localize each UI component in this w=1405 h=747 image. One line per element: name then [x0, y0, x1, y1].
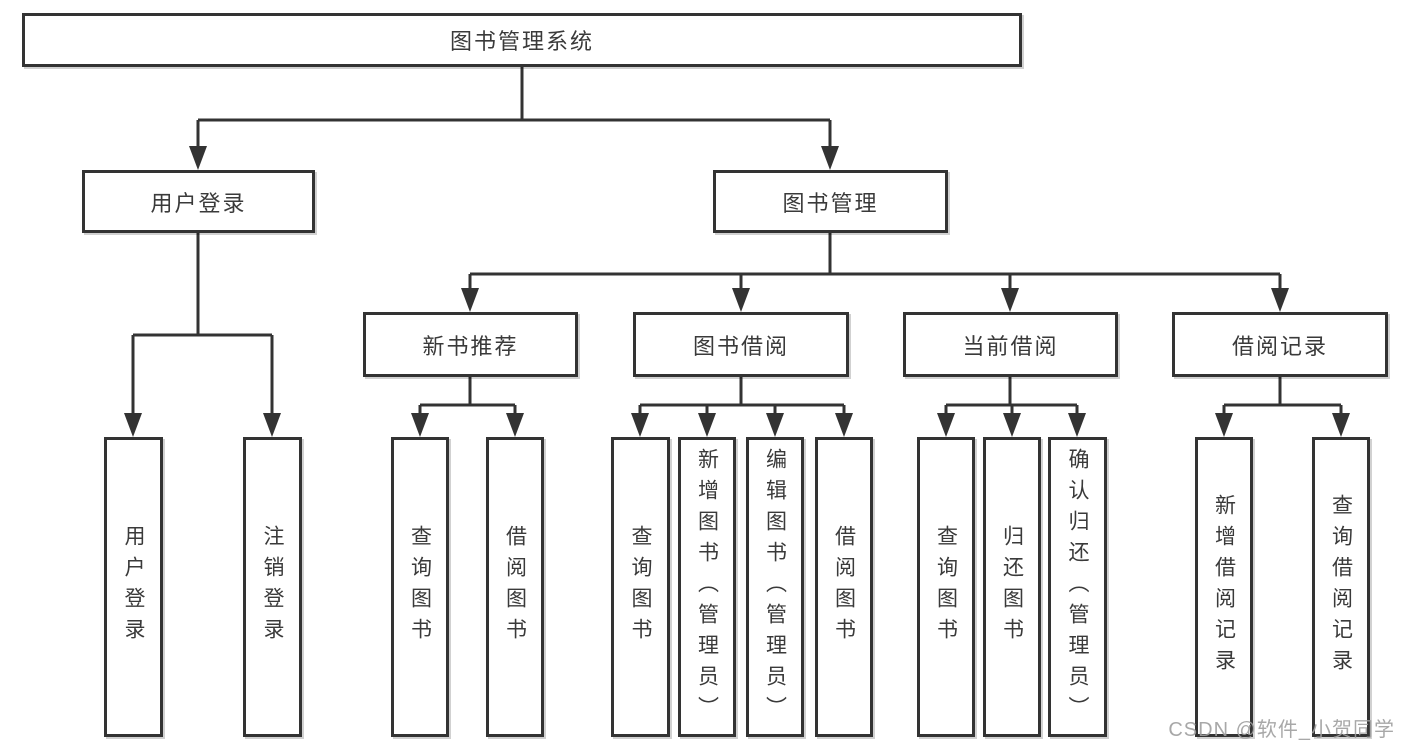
leaf-query-books-borrowing: 查询图书: [611, 437, 670, 737]
leaf-label: 借阅图书: [503, 525, 527, 649]
node-book-management: 图书管理: [713, 170, 948, 233]
leaf-add-borrow-record: 新增借阅记录: [1195, 437, 1253, 737]
leaf-label: 新增图书（管理员）: [695, 447, 719, 727]
node-current-borrowing: 当前借阅: [903, 312, 1118, 377]
leaf-return-books: 归还图书: [983, 437, 1041, 737]
leaf-user-login: 用户登录: [104, 437, 163, 737]
leaf-query-books-recommend: 查询图书: [391, 437, 449, 737]
leaf-query-borrow-record: 查询借阅记录: [1312, 437, 1370, 737]
node-label: 图书管理: [782, 190, 879, 216]
leaf-label: 注销登录: [261, 525, 284, 649]
leaf-logout: 注销登录: [243, 437, 302, 737]
node-label: 新书推荐: [422, 333, 519, 359]
node-label: 图书管理系统: [449, 29, 594, 54]
leaf-label: 查询图书: [408, 525, 432, 649]
node-book-borrowing: 图书借阅: [633, 312, 849, 377]
leaf-add-books-admin: 新增图书（管理员）: [678, 437, 736, 737]
node-label: 当前借阅: [962, 333, 1059, 359]
node-label: 借阅记录: [1231, 333, 1328, 359]
leaf-borrow-books-recommend: 借阅图书: [486, 437, 544, 737]
node-label: 图书借阅: [692, 333, 789, 359]
node-borrowing-records: 借阅记录: [1172, 312, 1388, 377]
leaf-label: 查询图书: [629, 525, 652, 649]
leaf-query-books-current: 查询图书: [917, 437, 975, 737]
node-new-book-recommendation: 新书推荐: [363, 312, 578, 377]
leaf-label: 确认归还（管理员）: [1066, 447, 1089, 727]
leaf-confirm-return-admin: 确认归还（管理员）: [1048, 437, 1107, 737]
leaf-label: 借阅图书: [832, 525, 856, 649]
node-library-management-system: 图书管理系统: [22, 13, 1022, 67]
node-label: 用户登录: [150, 190, 247, 216]
node-user-login: 用户登录: [82, 170, 315, 233]
leaf-label: 用户登录: [122, 525, 145, 649]
leaf-label: 查询图书: [934, 525, 958, 649]
leaf-borrow-books: 借阅图书: [815, 437, 873, 737]
leaf-label: 编辑图书（管理员）: [763, 447, 787, 727]
leaf-label: 新增借阅记录: [1212, 494, 1236, 680]
leaf-label: 归还图书: [1000, 525, 1024, 649]
leaf-label: 查询借阅记录: [1329, 494, 1353, 680]
csdn-watermark: CSDN @软件_小贺同学: [1168, 719, 1395, 741]
leaf-edit-books-admin: 编辑图书（管理员）: [746, 437, 804, 737]
